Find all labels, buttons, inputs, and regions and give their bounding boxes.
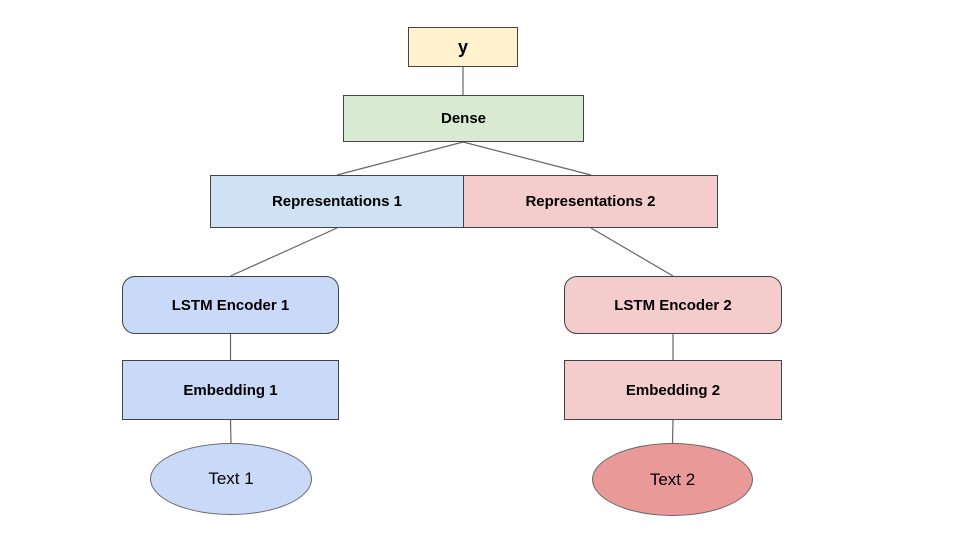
- node-output-y: y: [408, 27, 518, 67]
- edge-dense-rep1: [336, 141, 464, 176]
- edge-rep2-lstm2: [590, 227, 674, 277]
- edge-emb2-text2: [671, 419, 674, 444]
- node-text-input-2: Text 2: [592, 443, 753, 516]
- node-text-input-1: Text 1: [150, 443, 312, 515]
- edge-emb1-text1: [229, 419, 232, 444]
- node-embedding-2: Embedding 2: [564, 360, 782, 420]
- edge-rep1-lstm1: [230, 227, 338, 277]
- node-lstm-encoder-1: LSTM Encoder 1: [122, 276, 339, 334]
- node-dense-layer: Dense: [343, 95, 584, 142]
- node-representations-2: Representations 2: [464, 175, 718, 228]
- node-representations-1: Representations 1: [210, 175, 464, 228]
- edge-dense-rep2: [462, 141, 592, 176]
- node-lstm-encoder-2: LSTM Encoder 2: [564, 276, 782, 334]
- node-embedding-1: Embedding 1: [122, 360, 339, 420]
